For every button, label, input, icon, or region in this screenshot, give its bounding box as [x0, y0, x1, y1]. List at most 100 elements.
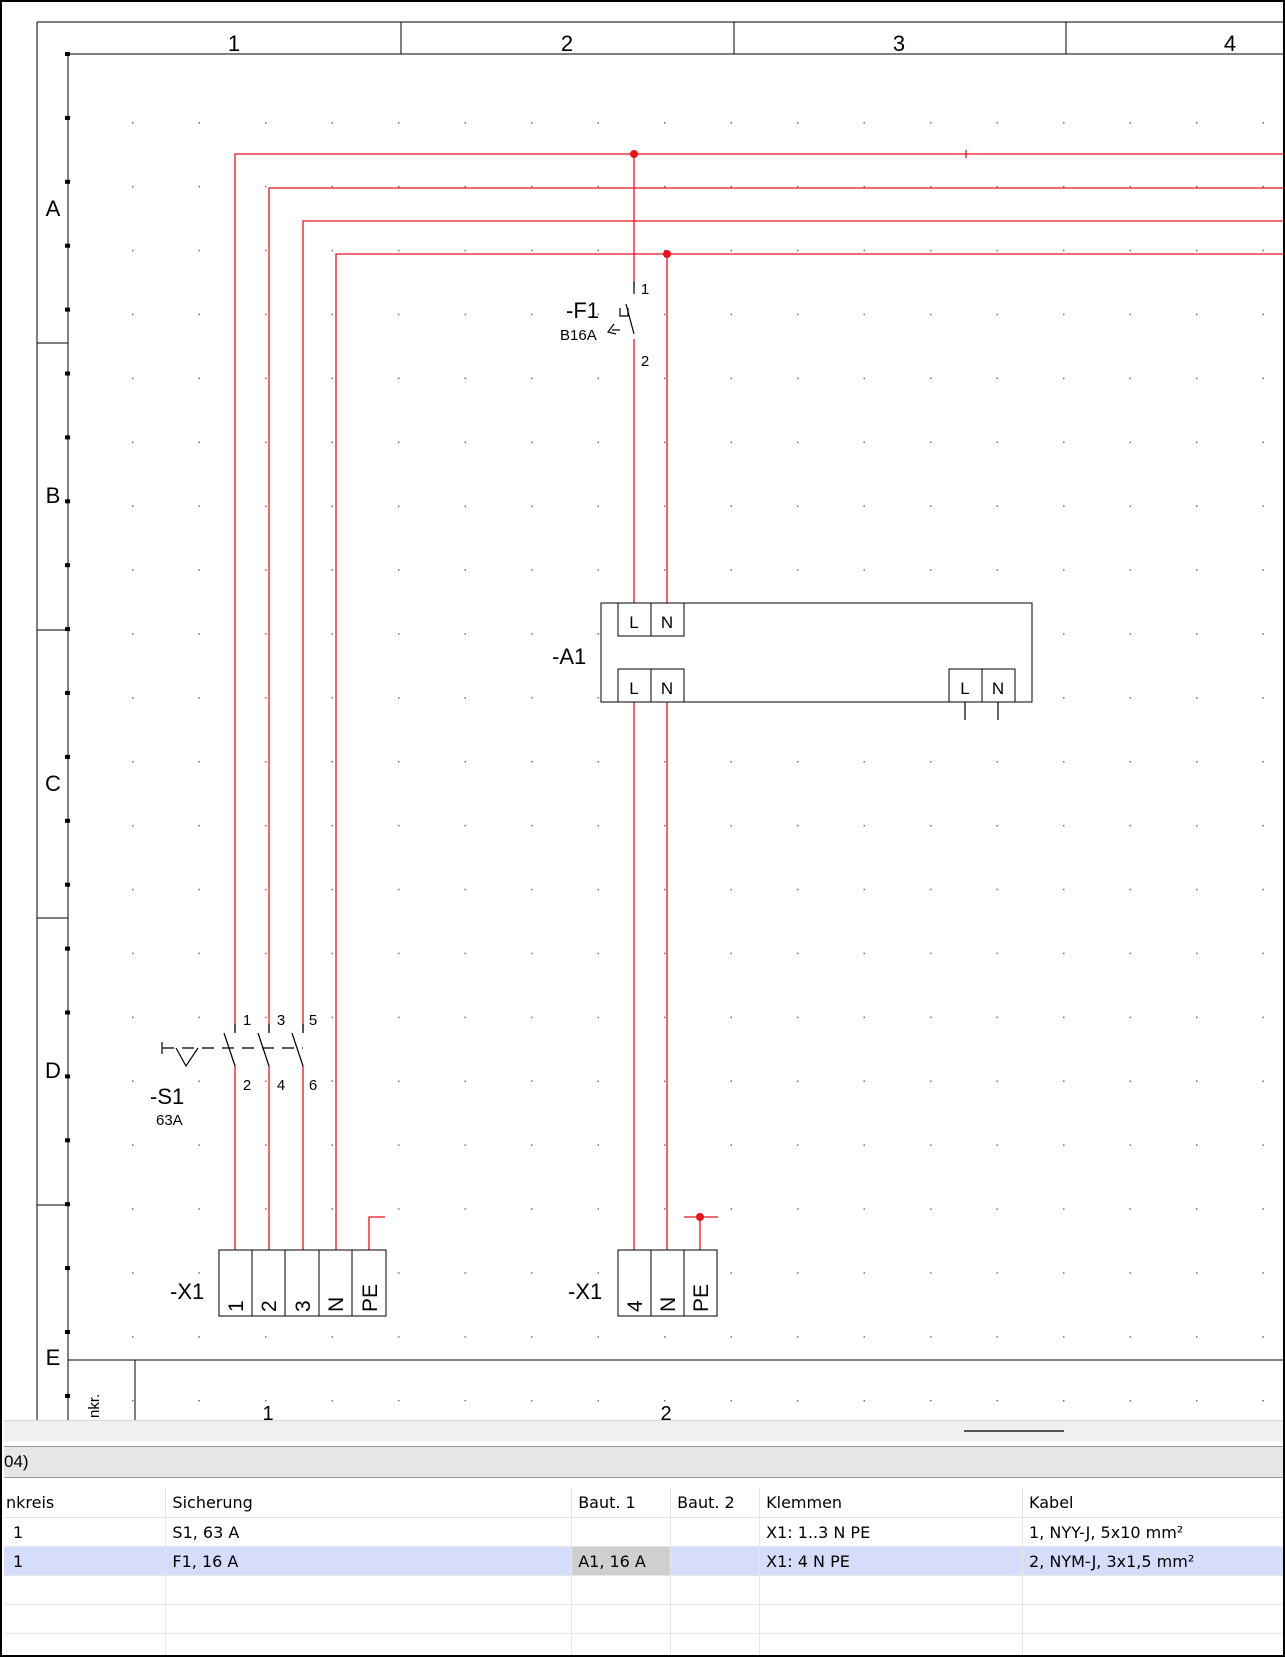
cell-baut1[interactable]	[571, 1517, 672, 1547]
cell-baut1[interactable]	[571, 1604, 672, 1634]
grid-dot	[265, 1400, 267, 1402]
grid-dot	[664, 952, 666, 955]
grid-dot	[930, 377, 932, 380]
cell-klemmen[interactable]	[759, 1604, 1024, 1634]
wire-n	[335, 253, 1283, 1250]
cell-kabel[interactable]	[1022, 1575, 1283, 1605]
grid-dot	[331, 249, 333, 252]
grid-dot	[730, 441, 732, 443]
column-header-kabel[interactable]: Kabel	[1022, 1488, 1283, 1518]
cell-stromkreis[interactable]: 1	[4, 1517, 167, 1547]
grid-dot	[265, 952, 267, 955]
frame-tick	[65, 1138, 70, 1143]
a1-tag[interactable]: -A1	[552, 644, 586, 669]
a1-bottom-pin-n: N	[661, 679, 673, 698]
fuse-f1-symbol[interactable]	[606, 282, 636, 339]
device-a1-symbol[interactable]	[600, 602, 1033, 720]
cell-stromkreis[interactable]	[4, 1575, 167, 1605]
scrollbar-thumb[interactable]	[964, 1430, 1064, 1432]
horizontal-scrollbar[interactable]	[4, 1420, 1283, 1441]
grid-dot	[597, 1400, 599, 1402]
column-header-baut2[interactable]: Baut. 2	[670, 1488, 761, 1518]
cell-kabel[interactable]	[1022, 1633, 1283, 1655]
cell-klemmen[interactable]: X1: 1..3 N PE	[759, 1517, 1024, 1547]
cell-stromkreis[interactable]: 1	[4, 1546, 167, 1576]
x1-left-tag[interactable]: -X1	[170, 1279, 204, 1304]
grid-dot	[1129, 1336, 1131, 1338]
table-row[interactable]	[4, 1633, 1283, 1655]
terminal-strip-x1-right[interactable]	[617, 1249, 718, 1317]
grid-dot	[797, 249, 799, 252]
cell-baut2[interactable]	[670, 1517, 761, 1547]
cell-kabel[interactable]: 1, NYY-J, 5x10 mm²	[1022, 1517, 1283, 1547]
grid-dot	[863, 122, 865, 124]
s1-tag[interactable]: -S1	[150, 1084, 184, 1109]
cell-sicherung[interactable]: F1, 16 A	[165, 1546, 573, 1576]
cell-baut1[interactable]	[571, 1633, 672, 1655]
frame-tick	[65, 1330, 70, 1334]
grid-dot	[331, 1144, 333, 1146]
cell-baut1[interactable]	[571, 1575, 672, 1605]
cell-sicherung[interactable]	[165, 1604, 573, 1634]
grid-dot	[398, 1144, 400, 1146]
grid-dot	[930, 569, 932, 571]
cell-baut2[interactable]	[670, 1633, 761, 1655]
x1-right-tag[interactable]: -X1	[568, 1279, 602, 1304]
grid-dot	[531, 1336, 533, 1338]
frame-tick	[65, 818, 70, 823]
grid-dot	[398, 1016, 400, 1019]
grid-dot	[996, 1400, 998, 1402]
frame-tick	[65, 627, 70, 632]
switch-s1-symbol[interactable]	[161, 1024, 305, 1068]
cell-stromkreis[interactable]	[4, 1604, 167, 1634]
grid-dot	[1262, 505, 1264, 507]
table-row[interactable]	[4, 1575, 1283, 1605]
cell-sicherung[interactable]: S1, 63 A	[165, 1517, 573, 1547]
cell-klemmen[interactable]	[759, 1633, 1024, 1655]
circuit-table[interactable]: nkreis Sicherung Baut. 1 Baut. 2 Klemmen…	[4, 1488, 1283, 1655]
column-header-baut1[interactable]: Baut. 1	[571, 1488, 672, 1518]
grid-dot	[863, 1400, 865, 1402]
grid-dot	[730, 1208, 732, 1210]
cell-baut2[interactable]	[670, 1546, 761, 1576]
table-row[interactable]	[4, 1604, 1283, 1634]
cell-sicherung[interactable]	[165, 1633, 573, 1655]
cell-klemmen[interactable]	[759, 1575, 1024, 1605]
grid-dot	[797, 505, 799, 507]
grid-dot	[132, 505, 134, 507]
grid-dot	[930, 249, 932, 252]
grid-dot	[1063, 505, 1065, 507]
grid-dot	[265, 697, 267, 699]
grid-dot	[398, 1208, 400, 1210]
frame-tick	[65, 563, 70, 568]
grid-dot	[1196, 697, 1198, 699]
column-header-stromkreis[interactable]: nkreis	[4, 1488, 167, 1518]
cell-sicherung[interactable]	[165, 1575, 573, 1605]
grid-dot	[398, 1272, 400, 1274]
grid-dot	[930, 1400, 932, 1402]
grid-dot	[398, 888, 400, 891]
cell-baut1[interactable]: A1, 16 A	[571, 1546, 672, 1576]
f1-tag[interactable]: -F1	[566, 298, 599, 323]
column-header-sicherung[interactable]: Sicherung	[165, 1488, 573, 1518]
cell-stromkreis[interactable]	[4, 1633, 167, 1655]
cell-klemmen[interactable]: X1: 4 N PE	[759, 1546, 1024, 1576]
grid-dot	[1063, 952, 1065, 955]
grid-dot	[531, 761, 533, 763]
junction-dot	[663, 250, 671, 258]
terminal-strip-x1-left[interactable]	[218, 1249, 387, 1317]
grid-dot	[597, 888, 599, 891]
cell-baut2[interactable]	[670, 1575, 761, 1605]
grid-dot	[1262, 1080, 1264, 1082]
grid-dot	[531, 1400, 533, 1402]
schematic-canvas[interactable]: 1 2 3 4 A B C D E nkr. 1 2	[2, 2, 1283, 1420]
grid-dot	[930, 761, 932, 763]
grid-dot	[996, 952, 998, 955]
column-header-klemmen[interactable]: Klemmen	[759, 1488, 1024, 1518]
cell-kabel[interactable]	[1022, 1604, 1283, 1634]
cell-baut2[interactable]	[670, 1604, 761, 1634]
cell-kabel[interactable]: 2, NYM-J, 3x1,5 mm²	[1022, 1546, 1283, 1576]
frame-tick	[65, 691, 70, 695]
